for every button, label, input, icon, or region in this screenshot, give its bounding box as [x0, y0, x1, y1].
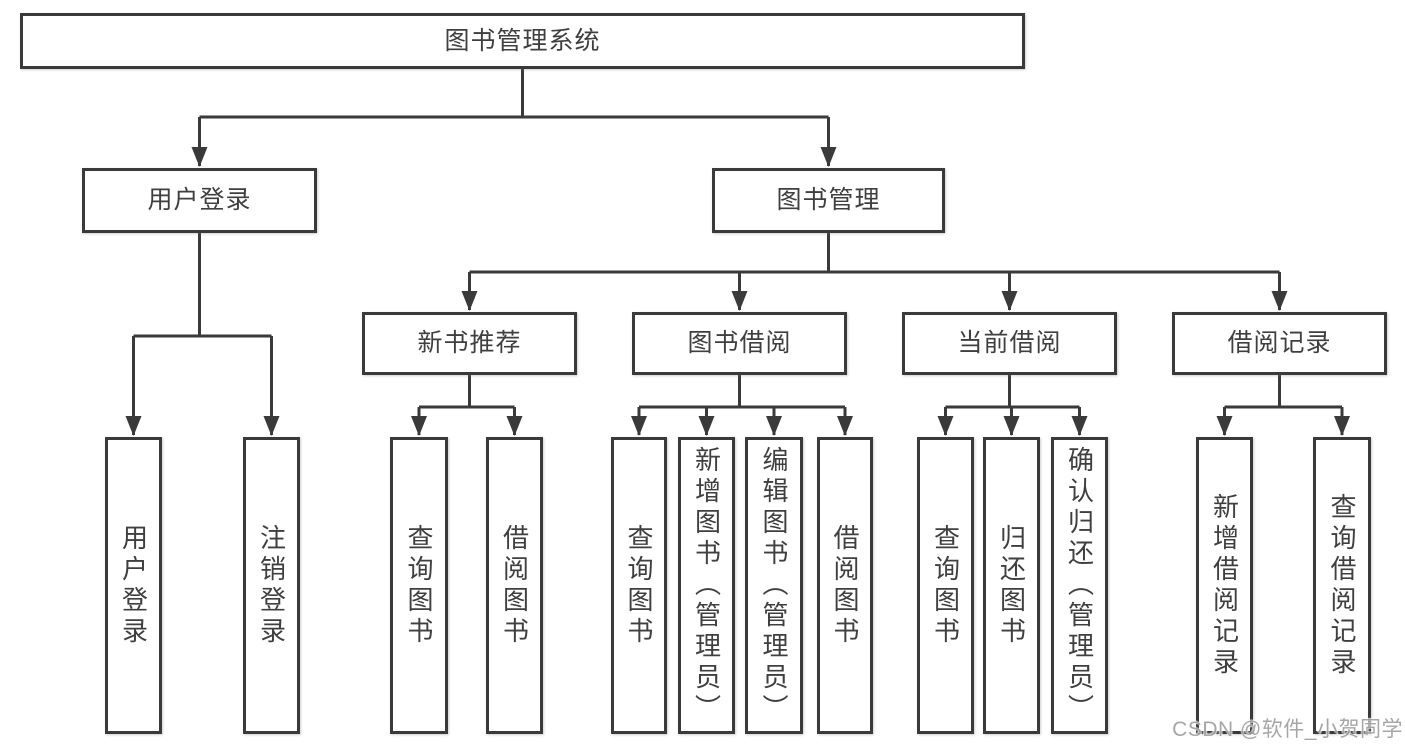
node-label: 用户登录 — [147, 186, 252, 214]
node-book-borrow: 图书借阅 — [632, 312, 847, 375]
csdn-watermark: CSDN @软件_小贺同学 — [1172, 718, 1403, 741]
node-root-library-system: 图书管理系统 — [20, 13, 1025, 69]
node-label: 新增图书（管理员） — [691, 446, 722, 725]
node-label: 借阅记录 — [1227, 329, 1332, 357]
node-borrow-records: 借阅记录 — [1172, 312, 1387, 375]
node-label: 查询图书 — [624, 523, 654, 648]
node-label: 注销登录 — [256, 523, 287, 648]
node-label: 确认归还（管理员） — [1064, 446, 1095, 725]
node-label: 借阅图书 — [830, 523, 860, 648]
leaf-user-login: 用户登录 — [105, 437, 162, 734]
leaf-add-book-admin: 新增图书（管理员） — [678, 437, 735, 734]
leaf-add-borrow-record: 新增借阅记录 — [1196, 437, 1253, 734]
node-current-borrow: 当前借阅 — [902, 312, 1117, 375]
leaf-search-book-recommend: 查询图书 — [390, 437, 448, 734]
leaf-search-book-borrow: 查询图书 — [611, 437, 667, 734]
leaf-edit-book-admin: 编辑图书（管理员） — [745, 437, 803, 734]
leaf-borrow-book: 借阅图书 — [817, 437, 873, 734]
leaf-borrow-book-recommend: 借阅图书 — [486, 437, 543, 734]
node-label: 查询借阅记录 — [1327, 492, 1357, 679]
node-label: 查询图书 — [404, 523, 434, 648]
node-book-management: 图书管理 — [712, 168, 945, 233]
node-label: 用户登录 — [118, 523, 149, 648]
node-label: 编辑图书（管理员） — [759, 446, 789, 725]
leaf-return-book: 归还图书 — [983, 437, 1040, 734]
node-label: 当前借阅 — [957, 329, 1062, 357]
leaf-confirm-return-admin: 确认归还（管理员） — [1051, 437, 1108, 734]
node-label: 查询图书 — [930, 523, 961, 648]
leaf-search-book-current: 查询图书 — [917, 437, 974, 734]
node-label: 新书推荐 — [417, 329, 522, 357]
node-label: 图书管理 — [776, 186, 881, 214]
node-label: 借阅图书 — [499, 523, 530, 648]
node-label: 新增借阅记录 — [1209, 492, 1240, 679]
leaf-search-borrow-record: 查询借阅记录 — [1313, 437, 1371, 734]
node-label: 图书管理系统 — [444, 26, 601, 55]
node-new-book-recommend: 新书推荐 — [362, 312, 577, 375]
node-label: 归还图书 — [996, 523, 1027, 648]
node-label: 图书借阅 — [687, 329, 792, 357]
node-user-login: 用户登录 — [82, 168, 317, 233]
leaf-logout: 注销登录 — [243, 437, 300, 734]
